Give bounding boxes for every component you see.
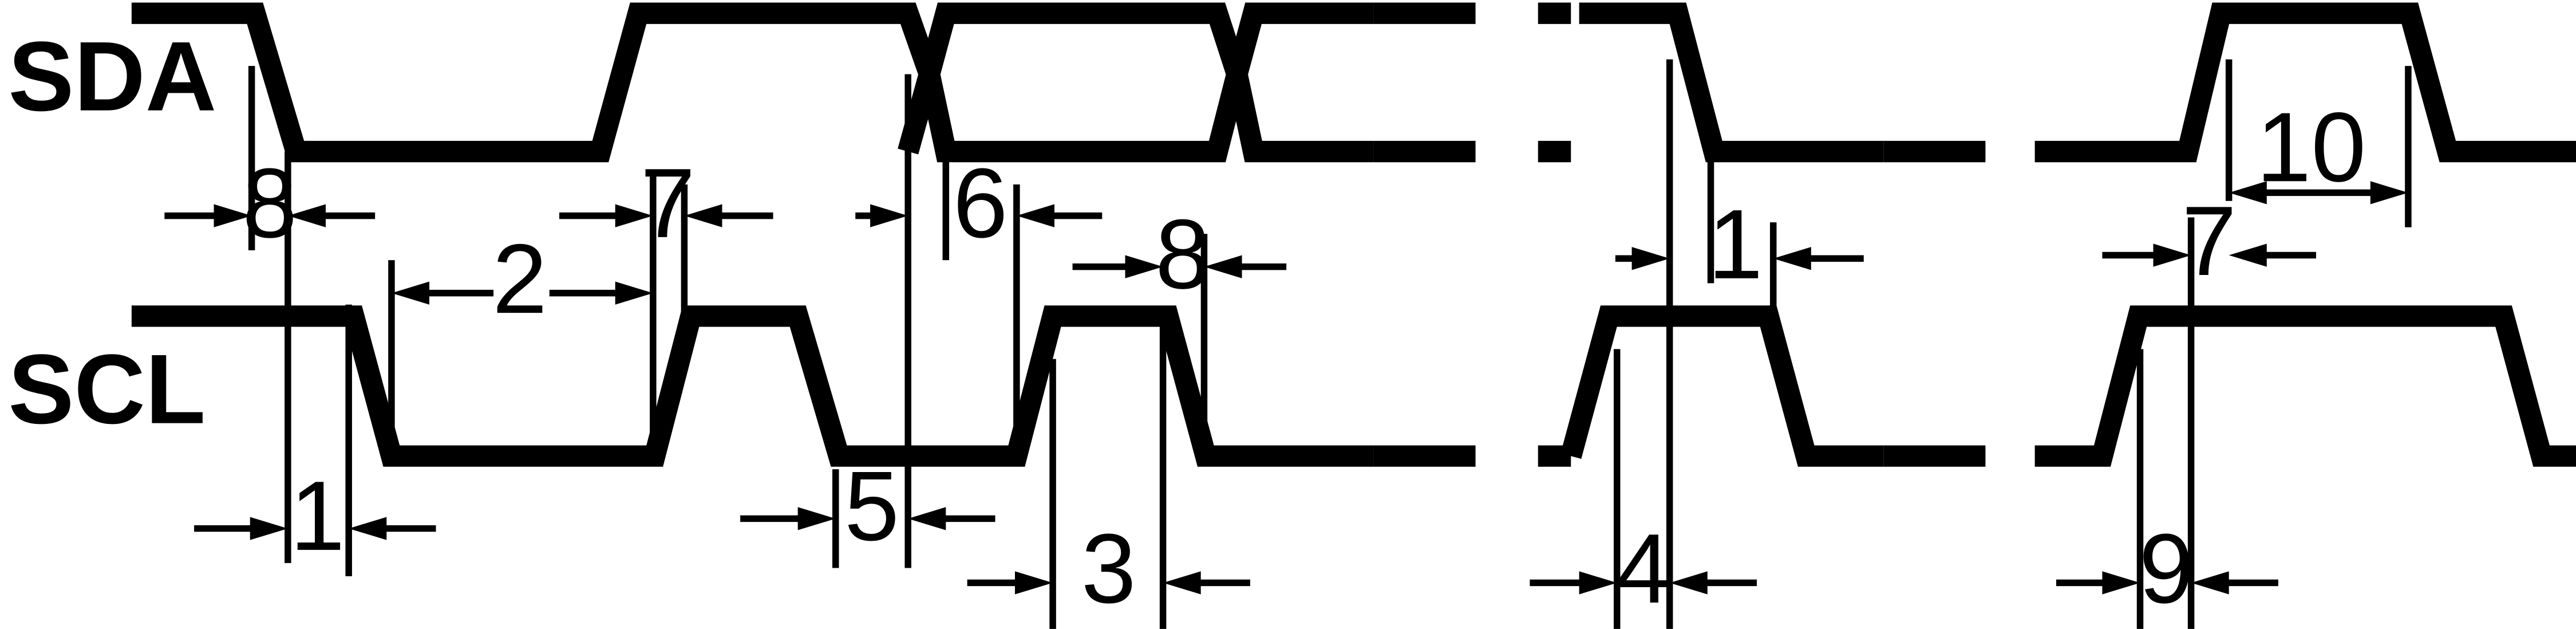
timing-label: 3 [1081, 513, 1136, 624]
timing-label: 5 [844, 451, 899, 561]
timing-label: 1 [1708, 189, 1763, 300]
sda-waveform [131, 2, 2576, 163]
sda-label: SDA [8, 21, 216, 132]
timing-label: 6 [953, 148, 1008, 258]
timing-label: 1 [290, 461, 345, 571]
timing-label: 2 [492, 223, 547, 334]
timing-label: 7 [641, 148, 696, 258]
timing-arrows [164, 181, 2408, 595]
scl-waveform [131, 305, 2576, 467]
timing-label: 9 [2139, 513, 2194, 624]
timing-label: 8 [1155, 199, 1210, 309]
timing-label-group: 8 7 6 2 8 1 7 10 1 5 3 4 9 [242, 92, 2366, 624]
timing-label: 7 [2182, 186, 2237, 296]
timing-label: 4 [1616, 513, 1671, 624]
timing-label: 8 [242, 148, 297, 258]
timing-label: 10 [2256, 92, 2366, 202]
scl-label: SCL [8, 334, 206, 445]
